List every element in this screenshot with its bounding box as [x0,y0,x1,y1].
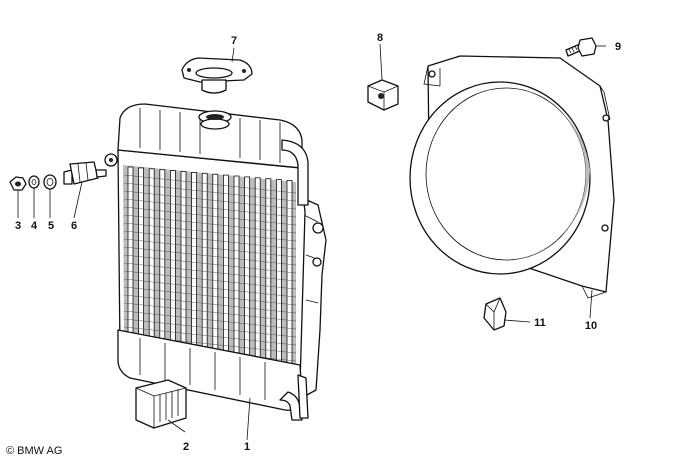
radiator-cap [181,57,253,94]
fin-line [123,294,297,314]
callout-10: 10 [585,320,597,332]
fin-line [123,238,297,258]
radiator [104,103,327,421]
fin-tube [212,173,219,359]
fin-tube [222,174,229,361]
fin-line [123,198,297,218]
nut [9,176,27,191]
screw [565,37,597,57]
fin-tube [265,178,272,369]
fin-line [123,182,297,202]
clip [483,297,507,331]
callout-9: 9 [615,41,621,53]
fin-tube [254,177,261,367]
rubber-mount [63,161,107,185]
callout-1: 1 [244,441,250,453]
fin-line [123,206,297,226]
fin-line [123,214,297,234]
washer [28,175,40,189]
fin-tube [286,180,293,373]
fin-line [123,302,297,322]
fin-line [123,270,297,290]
fin-tube [244,176,251,365]
fin-tube [138,167,145,344]
fin-line [123,174,297,194]
callout-5: 5 [48,220,54,232]
radiator-fins [123,166,297,373]
mounting-pad [135,379,187,429]
fin-line [123,326,297,346]
fin-line [123,286,297,306]
fin-line [123,262,297,282]
callout-4: 4 [31,220,38,232]
fin-tube [127,166,134,342]
callout-2: 2 [183,441,189,453]
fin-tube [148,168,155,346]
fin-line [123,278,297,298]
fin-line [123,190,297,210]
rubber-washer [43,174,57,190]
callout-8: 8 [377,32,383,44]
callout-11: 11 [534,317,546,329]
fin-line [123,230,297,250]
fin-line [123,254,297,274]
callout-6: 6 [71,220,77,232]
fin-tube [233,175,240,363]
fin-line [123,222,297,242]
fin-line [123,310,297,330]
clip-nut [367,79,399,111]
leader-lines [17,43,606,441]
fin-tube [159,169,166,348]
fin-tube [275,179,282,371]
fan-shroud [409,55,615,299]
copyright-notice: © BMW AG [6,445,63,457]
callout-3: 3 [15,220,21,232]
callout-7: 7 [231,35,237,47]
fin-line [123,318,297,338]
fin-line [123,246,297,266]
fin-tube [201,172,208,357]
